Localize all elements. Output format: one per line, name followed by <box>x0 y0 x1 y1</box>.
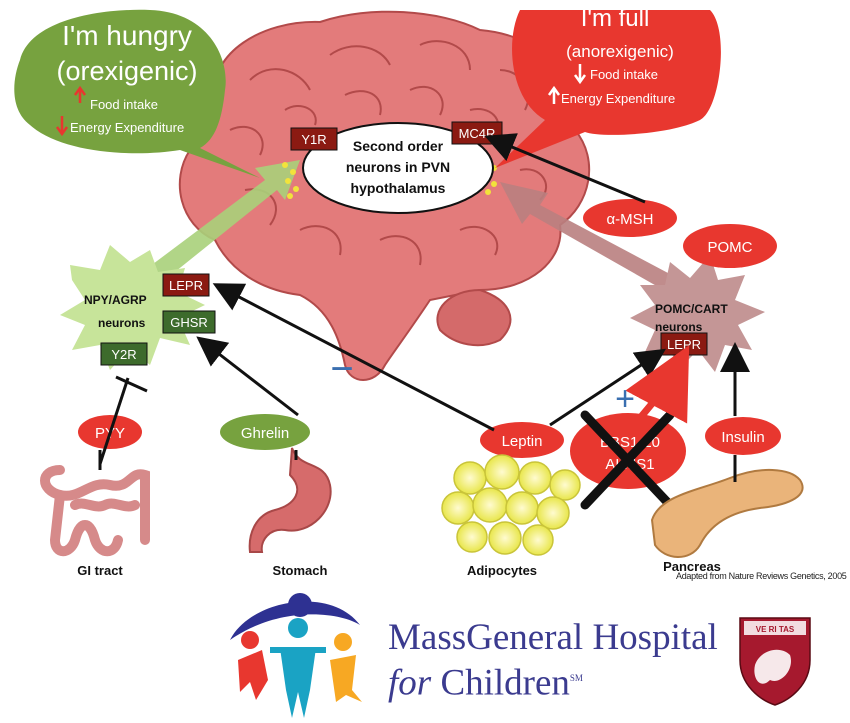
pvn-line2: neurons in PVN <box>346 159 450 175</box>
svg-text:Insulin: Insulin <box>721 429 764 446</box>
gi-tract-label: GI tract <box>77 563 123 578</box>
mghfc-logo-text: MassGeneral Hospital for ChildrenSM <box>388 618 718 703</box>
logo-for: for <box>388 662 431 703</box>
full-speech-bubble: I'm full (anorexigenic) Food intake Ener… <box>495 5 721 168</box>
npy-line2: neurons <box>98 316 146 330</box>
svg-text:Ghrelin: Ghrelin <box>241 425 289 442</box>
npy-line1: NPY/AGRP <box>84 293 147 307</box>
lepr-receptor-pomc: LEPR <box>661 333 707 355</box>
hungry-energy: Energy Expenditure <box>70 120 184 135</box>
leptin-oval: Leptin <box>480 422 564 458</box>
svg-text:LEPR: LEPR <box>667 337 701 352</box>
mghfc-logo-icon <box>230 593 362 718</box>
stomach-label: Stomach <box>273 563 328 578</box>
lepr-receptor-npy: LEPR <box>163 274 209 296</box>
full-energy: Energy Expenditure <box>561 91 675 106</box>
hungry-food-intake: Food intake <box>90 97 158 112</box>
full-food-intake: Food intake <box>590 67 658 82</box>
hungry-title: I'm hungry <box>62 20 192 51</box>
y1r-receptor: Y1R <box>291 128 337 150</box>
pvn-line1: Second order <box>353 138 444 154</box>
inhibit-bar <box>116 377 147 391</box>
bbs-alms-oval: BBS1-20 ALMS1 <box>570 413 686 505</box>
pvn-line3: hypothalamus <box>351 180 446 196</box>
full-subtitle: (anorexigenic) <box>566 42 674 61</box>
plus-sign: + <box>615 380 635 418</box>
full-title: I'm full <box>581 5 650 32</box>
pomc-line1: POMC/CART <box>655 302 728 316</box>
shield-text: VE RI TAS <box>756 625 795 634</box>
svg-text:LEPR: LEPR <box>169 278 203 293</box>
svg-text:Y2R: Y2R <box>111 347 136 362</box>
logo-line1: MassGeneral Hospital <box>388 618 718 658</box>
logo-line2: for ChildrenSM <box>388 658 718 703</box>
gi-tract-illustration <box>45 470 145 551</box>
source-credit: Adapted from Nature Reviews Genetics, 20… <box>676 571 847 581</box>
stomach-illustration <box>250 448 331 552</box>
insulin-oval: Insulin <box>705 417 781 455</box>
svg-text:GHSR: GHSR <box>170 315 208 330</box>
harvard-shield: VE RI TAS <box>740 618 810 705</box>
svg-text:Leptin: Leptin <box>502 433 543 450</box>
svg-text:Y1R: Y1R <box>301 132 326 147</box>
logo-children: Children <box>431 662 570 703</box>
alpha-msh-oval: α-MSH <box>583 199 677 237</box>
adipocytes-illustration <box>442 455 580 555</box>
hungry-subtitle: (orexigenic) <box>56 56 197 86</box>
y2r-receptor: Y2R <box>101 343 147 365</box>
logo-sm: SM <box>570 673 583 683</box>
ghrelin-oval: Ghrelin <box>220 414 310 450</box>
ghsr-receptor: GHSR <box>163 311 215 333</box>
svg-text:α-MSH: α-MSH <box>607 211 654 228</box>
svg-text:POMC: POMC <box>708 239 753 256</box>
ghrelin-to-ghsr-arrow <box>201 340 298 415</box>
pomc-oval: POMC <box>683 224 777 268</box>
minus-sign: − <box>330 347 353 391</box>
pancreas-illustration <box>652 470 803 557</box>
adipocytes-label: Adipocytes <box>467 563 537 578</box>
pomc-line2: neurons <box>655 320 703 334</box>
